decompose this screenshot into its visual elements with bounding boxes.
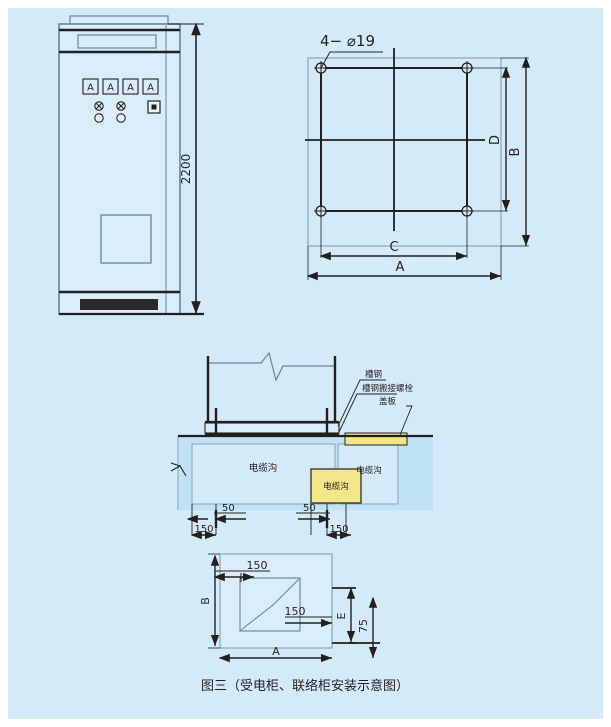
trench-block-yellow xyxy=(310,468,362,504)
dimension-A-plan: A xyxy=(306,260,501,281)
dimension-C: C xyxy=(319,240,467,261)
dimension-150-right-label: 150 xyxy=(329,524,348,535)
figure-canvas: A A A A xyxy=(8,8,603,719)
dimension-50-left-label: 50 xyxy=(222,503,235,514)
dimension-150-top-label: 150 xyxy=(247,559,268,572)
dimension-150-right: 150 xyxy=(325,524,351,540)
dimension-C-label: C xyxy=(389,240,398,255)
dimension-150-inner: 150 xyxy=(285,605,332,628)
dimension-E: E xyxy=(335,587,356,642)
meter-panel-group: A A A A xyxy=(82,78,159,95)
channel-steel-beam xyxy=(204,422,340,434)
hole-note-callout: 4− ⌀19 xyxy=(320,32,383,69)
dimension-50-right-label: 50 xyxy=(303,503,316,514)
callout-cover-plate: 盖板 xyxy=(379,396,413,436)
dimension-150-top: 150 xyxy=(213,559,270,582)
callout-channel-steel: 槽钢 xyxy=(337,369,386,427)
break-mark-left-tail xyxy=(179,465,187,477)
dimension-75: 75 xyxy=(357,596,378,658)
trench-label-2: 电缆沟 xyxy=(323,481,349,492)
dimension-A-plan-label: A xyxy=(396,260,405,275)
dimension-D-label: D xyxy=(488,135,503,145)
callout-channel-steel-bolt: 槽钢搬接螺栓 xyxy=(338,383,414,433)
pilot-circle-2 xyxy=(116,113,126,123)
cabinet-top-cap xyxy=(69,15,169,25)
push-button-inner xyxy=(151,104,157,110)
technical-drawing: A A A A xyxy=(58,15,531,694)
dimension-75-label: 75 xyxy=(357,619,370,633)
indicator-lamp-1 xyxy=(94,101,104,111)
dimension-A-bottom: A xyxy=(218,645,332,663)
trench-label-1: 电缆沟 xyxy=(249,462,278,474)
dimension-E-label: E xyxy=(335,612,348,619)
foundation-opening-plan: B A 150 150 xyxy=(199,553,380,663)
meter-box-4-label: A xyxy=(147,83,154,94)
dimension-50-left: 50 xyxy=(214,503,246,524)
opening-rect xyxy=(239,577,301,632)
hole-note-label: 4− ⌀19 xyxy=(320,32,375,50)
dimension-B-label: B xyxy=(508,148,523,157)
cabinet-door-window xyxy=(100,214,152,264)
cabinet-body xyxy=(58,23,181,315)
cabinet-nameplate xyxy=(77,34,157,49)
indicator-lamp-2 xyxy=(116,101,126,111)
base-plate-outline xyxy=(307,57,502,247)
dimension-A-bottom-label: A xyxy=(272,645,280,658)
cabinet-vent-panel xyxy=(80,299,158,310)
callout-cover-plate-label: 盖板 xyxy=(379,396,397,407)
dimension-150-inner-label: 150 xyxy=(285,605,306,618)
figure-caption: 图三（受电柜、联络柜安装示意图） xyxy=(201,678,409,694)
cable-trench-section: 电缆沟 电缆沟 电缆沟 槽钢 槽钢搬接螺栓 盖板 xyxy=(170,351,433,540)
meter-box-3 xyxy=(122,78,139,95)
meter-box-1-label: A xyxy=(87,83,94,94)
meter-box-2-label: A xyxy=(107,83,114,94)
cabinet-front-elevation: A A A A xyxy=(58,15,204,316)
pilot-circle-1 xyxy=(94,113,104,123)
dimension-height-2200: 2200 xyxy=(179,22,201,314)
callout-channel-steel-label: 槽钢 xyxy=(365,369,382,380)
base-bolt-hole-plan: 4− ⌀19 D B xyxy=(305,32,531,281)
cover-plate-shape xyxy=(344,432,408,446)
meter-box-2 xyxy=(102,78,119,95)
dimension-B-bottom-label: B xyxy=(199,597,212,605)
foundation-outline xyxy=(219,553,333,649)
dimension-150-left-label: 150 xyxy=(194,524,213,535)
dimension-B: B xyxy=(508,56,531,246)
meter-box-4 xyxy=(142,78,159,95)
trench-label-3: 电缆沟 xyxy=(356,465,382,476)
dimension-150-left: 150 xyxy=(190,524,216,540)
meter-box-3-label: A xyxy=(127,83,134,94)
dimension-B-bottom: B xyxy=(199,554,220,646)
opening-diagonal xyxy=(240,578,300,631)
dimension-height-2200-label: 2200 xyxy=(179,154,193,185)
callout-channel-steel-bolt-label: 槽钢搬接螺栓 xyxy=(362,383,414,394)
break-line-top xyxy=(208,351,335,382)
dimension-D: D xyxy=(488,66,511,211)
dimension-50-right: 50 xyxy=(296,503,330,524)
meter-box-1 xyxy=(82,78,99,95)
